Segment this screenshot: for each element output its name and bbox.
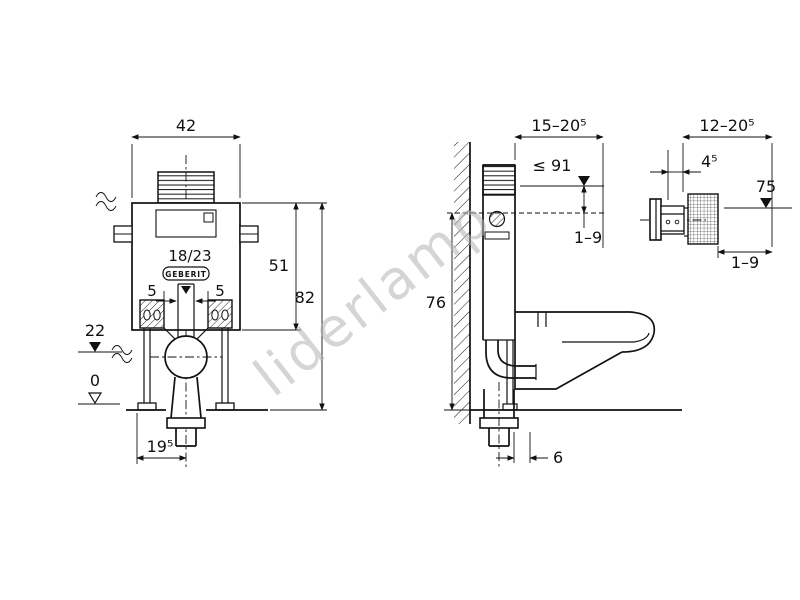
svg-text:76: 76 (426, 293, 446, 312)
plate-offset-dimension: 4⁵ (650, 150, 718, 200)
toilet-pan-profile (515, 311, 656, 390)
actuator-detail-view: 12–20⁵ 4⁵ 75 (640, 116, 792, 272)
access-cover-side (482, 164, 516, 196)
inspection-dimension-label: 18/23 (168, 247, 211, 265)
foot-bracket-right (207, 299, 233, 329)
depth-range-dimension: 15–20⁵ (514, 116, 604, 248)
flush-plate (649, 198, 662, 241)
drain-pipe-side (479, 382, 519, 468)
datum-triangle-icon (87, 392, 103, 405)
svg-text:15–20⁵: 15–20⁵ (531, 116, 586, 135)
actuator-depth-range-dimension: 12–20⁵ (682, 116, 773, 247)
fill-valve (488, 210, 506, 228)
svg-text:42: 42 (176, 116, 196, 135)
actuator-frame (660, 205, 688, 237)
level-marker-22: 22 (78, 321, 122, 353)
inspection-detail (203, 212, 214, 223)
outlet-distance-dimension: 6 (496, 432, 563, 467)
svg-text:0: 0 (90, 371, 100, 390)
actuator-finish-thickness-dimension: 1–9 (717, 246, 773, 272)
finished-wall-block (687, 193, 719, 245)
svg-text:22: 22 (85, 321, 105, 340)
svg-text:12–20⁵: 12–20⁵ (699, 116, 754, 135)
svg-text:1–9: 1–9 (731, 253, 759, 272)
max-level-marker: ≤ 91 (533, 156, 590, 186)
mounting-bracket-left (113, 225, 133, 243)
svg-text:51: 51 (269, 256, 289, 275)
side-view: 15–20⁵ ≤ 91 1–9 76 (426, 116, 682, 468)
water-supply-squiggle-icon (95, 192, 117, 211)
svg-text:6: 6 (553, 448, 563, 467)
mounting-bracket-right (239, 225, 259, 243)
total-height-dimension: 82 (270, 202, 327, 411)
svg-text:75: 75 (756, 177, 776, 196)
svg-text:19⁵: 19⁵ (147, 437, 174, 456)
front-view: 18/23 GEBERIT 5 5 (78, 116, 327, 468)
plate-level-marker: 75 (724, 177, 792, 209)
valve-marker-icon (181, 286, 191, 294)
frame-legs (137, 328, 235, 411)
finish-thickness-dimension: 1–9 (574, 185, 602, 247)
level-triangle-icon (760, 198, 772, 208)
width-dimension: 42 (131, 116, 241, 198)
wall-hatch (454, 142, 470, 424)
brand-capsule (162, 266, 210, 281)
svg-text:82: 82 (295, 288, 315, 307)
svg-text:1–9: 1–9 (574, 228, 602, 247)
supply-height-dimension: 76 (426, 212, 470, 411)
drain-pipe (166, 376, 206, 447)
floor-level-marker: 0 (78, 371, 120, 405)
flush-elbow (485, 340, 537, 380)
svg-text:≤ 91: ≤ 91 (533, 156, 572, 175)
access-cover (157, 171, 215, 204)
cistern-side (482, 164, 516, 389)
svg-text:5: 5 (215, 282, 225, 300)
svg-text:4⁵: 4⁵ (701, 152, 718, 171)
foot-bracket-left (139, 299, 165, 329)
level-triangle-icon (578, 176, 590, 186)
break-squiggle-icon (111, 345, 133, 363)
cistern-height-dimension: 51 (242, 202, 327, 331)
outlet-offset-dimension: 19⁵ (136, 413, 187, 464)
svg-text:5: 5 (147, 282, 157, 300)
brand-logo: GEBERIT (165, 270, 206, 279)
level-triangle-icon (89, 342, 101, 352)
